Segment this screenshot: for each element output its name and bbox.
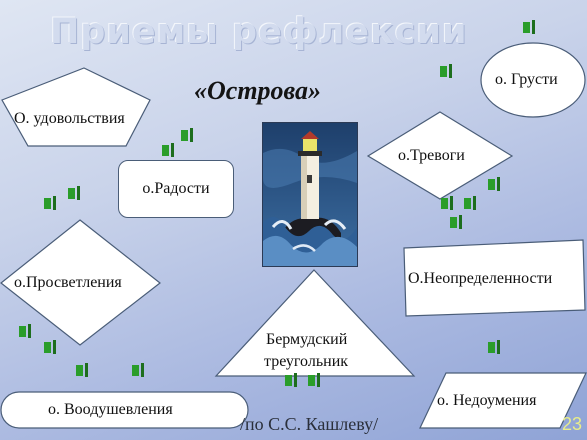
island-bewilderment: о. Недоумения — [437, 392, 537, 409]
green-block-icon — [132, 363, 146, 377]
green-block-icon — [523, 20, 537, 34]
green-block-icon — [450, 215, 464, 229]
island-sadness: о. Грусти — [495, 71, 558, 88]
green-block-icon — [285, 373, 299, 387]
green-block-icon — [19, 324, 33, 338]
lighthouse-image — [262, 122, 358, 267]
green-block-icon — [162, 143, 176, 157]
trapezoid-shape — [403, 239, 586, 317]
green-block-icon — [68, 186, 82, 200]
ellipse-shape — [480, 42, 586, 118]
green-block-icon — [488, 177, 502, 191]
diamond-shape-enlightenment — [0, 219, 161, 346]
island-uncertainty: О.Неопределенности — [408, 270, 553, 287]
island-inspiration: о. Воодушевления — [48, 401, 173, 418]
green-block-icon — [440, 64, 454, 78]
green-block-icon — [44, 340, 58, 354]
slide-title: Приемы рефлексии — [50, 12, 468, 52]
slide-subtitle: «Острова» — [194, 76, 321, 105]
author-credit: /по С.С. Кашлеву/ — [240, 414, 379, 434]
triangle-shape — [214, 269, 416, 377]
parallelogram-shape — [419, 372, 587, 429]
green-block-icon — [308, 373, 322, 387]
green-block-icon — [488, 340, 502, 354]
island-anxiety: о.Тревоги — [398, 147, 465, 164]
slide-number: 23 — [562, 414, 583, 434]
island-joy: о.Радости — [118, 160, 234, 218]
green-block-icon — [44, 196, 58, 210]
green-block-icon — [464, 196, 478, 210]
island-bermuda-line2: треугольник — [264, 353, 349, 370]
island-pleasure: О. удовольствия — [14, 110, 125, 127]
rounded-shape — [0, 391, 249, 429]
diamond-shape-anxiety — [366, 111, 514, 200]
green-block-icon — [181, 128, 195, 142]
island-enlightenment: о.Просветления — [14, 274, 122, 291]
green-block-icon — [76, 363, 90, 377]
pentagon-shape — [1, 67, 151, 147]
island-bermuda-line1: Бермудский — [266, 331, 348, 348]
green-block-icon — [441, 196, 455, 210]
